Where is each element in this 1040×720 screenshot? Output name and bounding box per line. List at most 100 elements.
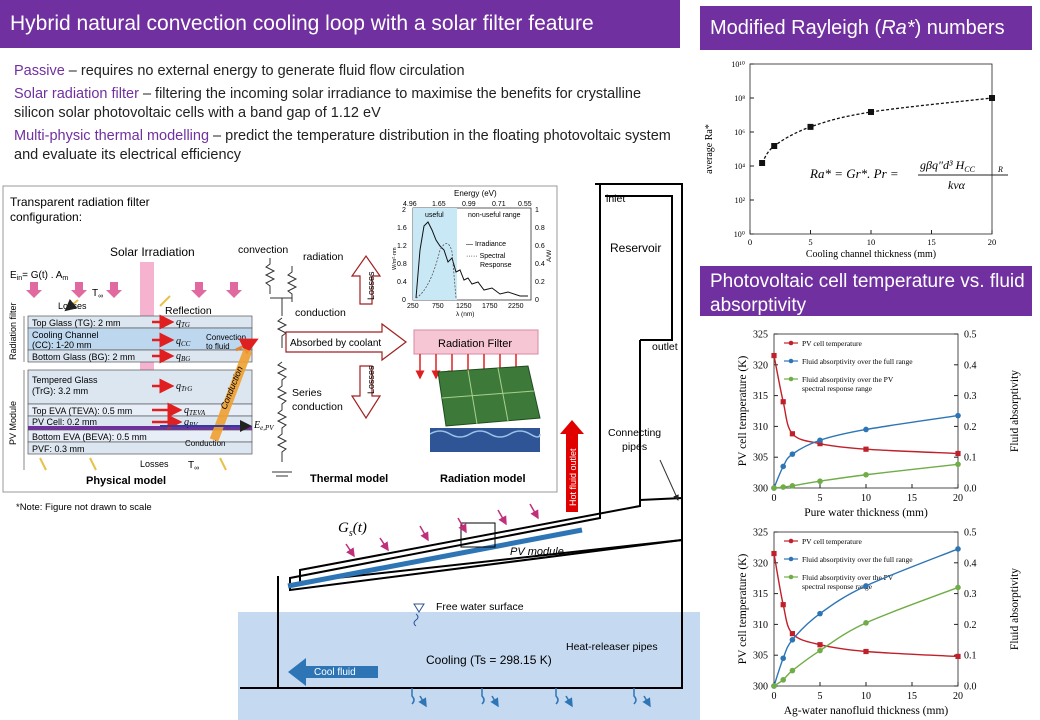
pv1-data-point: [789, 451, 796, 457]
pv2-y-tick-label: 310: [753, 620, 768, 631]
svg-text:2250: 2250: [508, 303, 524, 310]
pv1-y2-tick-label: 0.2: [964, 422, 977, 433]
svg-text:A/W: A/W: [546, 249, 553, 262]
ra-x-tick-label: 10: [867, 237, 876, 247]
pv2-data-point: [789, 667, 796, 674]
legend-spectral-2: Response: [480, 262, 512, 269]
svg-text:0.55: 0.55: [518, 201, 532, 208]
losses-top-label: Losses: [58, 301, 87, 311]
pv2-data-point: [780, 677, 786, 683]
conv-to-fluid-2: to fluid: [206, 342, 230, 351]
pv1-y-axis-label: PV cell temperature (K): [737, 356, 749, 467]
radiation-filter-box: [413, 329, 539, 355]
ra-y-tick-label: 10⁸: [734, 94, 745, 103]
pure-water-marks: [771, 352, 961, 491]
pv2-data-point: [817, 647, 823, 654]
physical-title-line2: configuration:: [10, 210, 82, 224]
legend-spectral-1: ····· Spectral: [466, 253, 506, 260]
losses-down-arrow: [350, 365, 382, 420]
svg-text:Losses: Losses: [366, 365, 376, 394]
hot-fluid-arrow: [560, 420, 584, 512]
pv2-x-tick-label: 5: [818, 691, 823, 702]
pv2-x-tick-label: 0: [772, 691, 777, 702]
pv2-x-axis-label: Ag-water nanofluid thickness (mm): [784, 705, 949, 717]
resistor-conduction: [276, 317, 288, 348]
pv2-data-point: [789, 631, 795, 637]
svg-text:W/m²·nm: W/m²·nm: [392, 247, 398, 270]
connecting-label-2: pipes: [622, 441, 647, 453]
conv-to-fluid-1: Convection: [206, 333, 246, 342]
reflection-arrow: [159, 295, 171, 307]
svg-text:qTG: qTG: [176, 317, 190, 329]
svg-text:Energy (eV): Energy (eV): [454, 189, 497, 198]
losses-up-arrow: [350, 254, 382, 305]
physical-model: Transparent radiation filter configurati…: [8, 195, 274, 487]
solar-irradiation-label: Solar Irradiation: [110, 245, 195, 259]
pv1-data-point: [955, 412, 961, 419]
pv1-data-point: [955, 461, 961, 468]
irr-arrow: [26, 282, 42, 298]
ra-x-tick-label: 5: [808, 237, 812, 247]
svg-text:Losses: Losses: [366, 271, 376, 300]
pv2-data-point: [780, 602, 786, 608]
pv2-legend-label: PV cell temperature: [802, 537, 863, 546]
svg-text:λ (nm): λ (nm): [456, 311, 474, 318]
conduction-bottom-label: Conduction: [185, 439, 225, 448]
heat-flux-arrows: [152, 314, 183, 430]
pv2-data-point: [955, 653, 961, 660]
pv2-data-point: [955, 546, 961, 552]
convection-label: convection: [238, 244, 288, 256]
pv2-series-line: [773, 586, 959, 687]
ra-y-tick-label: 10⁶: [734, 128, 745, 137]
pv1-legend-marker: [788, 340, 794, 346]
pv-module-label: PV module: [510, 546, 564, 558]
pv2-data-point: [789, 637, 796, 643]
pv2-legend-label: spectral response range: [802, 582, 873, 591]
scale-note: *Note: Figure not drawn to scale: [16, 502, 152, 513]
pv-panel: [437, 365, 541, 427]
pv2-x-tick-label: 15: [907, 691, 917, 702]
pv1-y-tick-label: 305: [753, 453, 768, 464]
pv-temp-banner: Photovoltaic cell temperature vs. fluid …: [700, 266, 1032, 316]
spectral-response-curve: [415, 243, 457, 299]
pv1-data-point: [863, 426, 869, 433]
svg-text:qBG: qBG: [176, 351, 190, 363]
pv2-y-tick-label: 320: [753, 558, 768, 569]
reflection-label: Reflection: [165, 305, 212, 317]
gs-label: Gs(t): [338, 520, 367, 539]
thermal-conduction-label: conduction: [295, 307, 346, 319]
cooling-loop: inlet Reservoir outlet Connecting pipes …: [240, 183, 683, 708]
ra-data-point: [759, 160, 766, 167]
ra-plot-frame: [749, 63, 993, 235]
pv1-legend-label: Fluid absorptivity over the PV: [802, 375, 894, 384]
reservoir-label: Reservoir: [610, 241, 661, 255]
pv2-legend-marker: [788, 574, 794, 580]
svg-text:0.6: 0.6: [535, 243, 545, 250]
ra-x-tick-label: 20: [988, 237, 997, 247]
pv1-legend-marker: [788, 376, 794, 382]
irr-arrow: [106, 282, 122, 298]
losses-bottom-label: Losses: [140, 459, 169, 469]
pv2-legend-marker: [788, 538, 794, 544]
irr-arrow: [191, 282, 207, 298]
pv2-data-point: [771, 550, 777, 557]
ra-y-tick-label: 10⁰: [734, 230, 745, 239]
irr-arrow: [71, 282, 87, 298]
thermal-model: convection radiation conduction Absorbed…: [238, 244, 407, 485]
rayleigh-banner: Modified Rayleigh (Ra*) numbers: [700, 6, 1032, 50]
pv1-series-line: [773, 355, 959, 455]
svg-text:qTrG: qTrG: [176, 381, 192, 393]
ra-y-tick-label: 10²: [735, 196, 746, 205]
layer-tempered-glass: [27, 369, 253, 405]
svg-text:Top EVA (TEVA): 0.5 mm: Top EVA (TEVA): 0.5 mm: [32, 406, 132, 416]
pv1-y2-tick-label: 0.5: [964, 330, 977, 341]
resistor-series: [276, 361, 288, 462]
irradiation-arrows: [26, 282, 242, 298]
svg-text:1750: 1750: [482, 303, 498, 310]
rayleigh-marks: [759, 95, 995, 167]
pv1-data-point: [780, 484, 786, 490]
pv2-legend-label: Fluid absorptivity over the full range: [802, 555, 913, 564]
